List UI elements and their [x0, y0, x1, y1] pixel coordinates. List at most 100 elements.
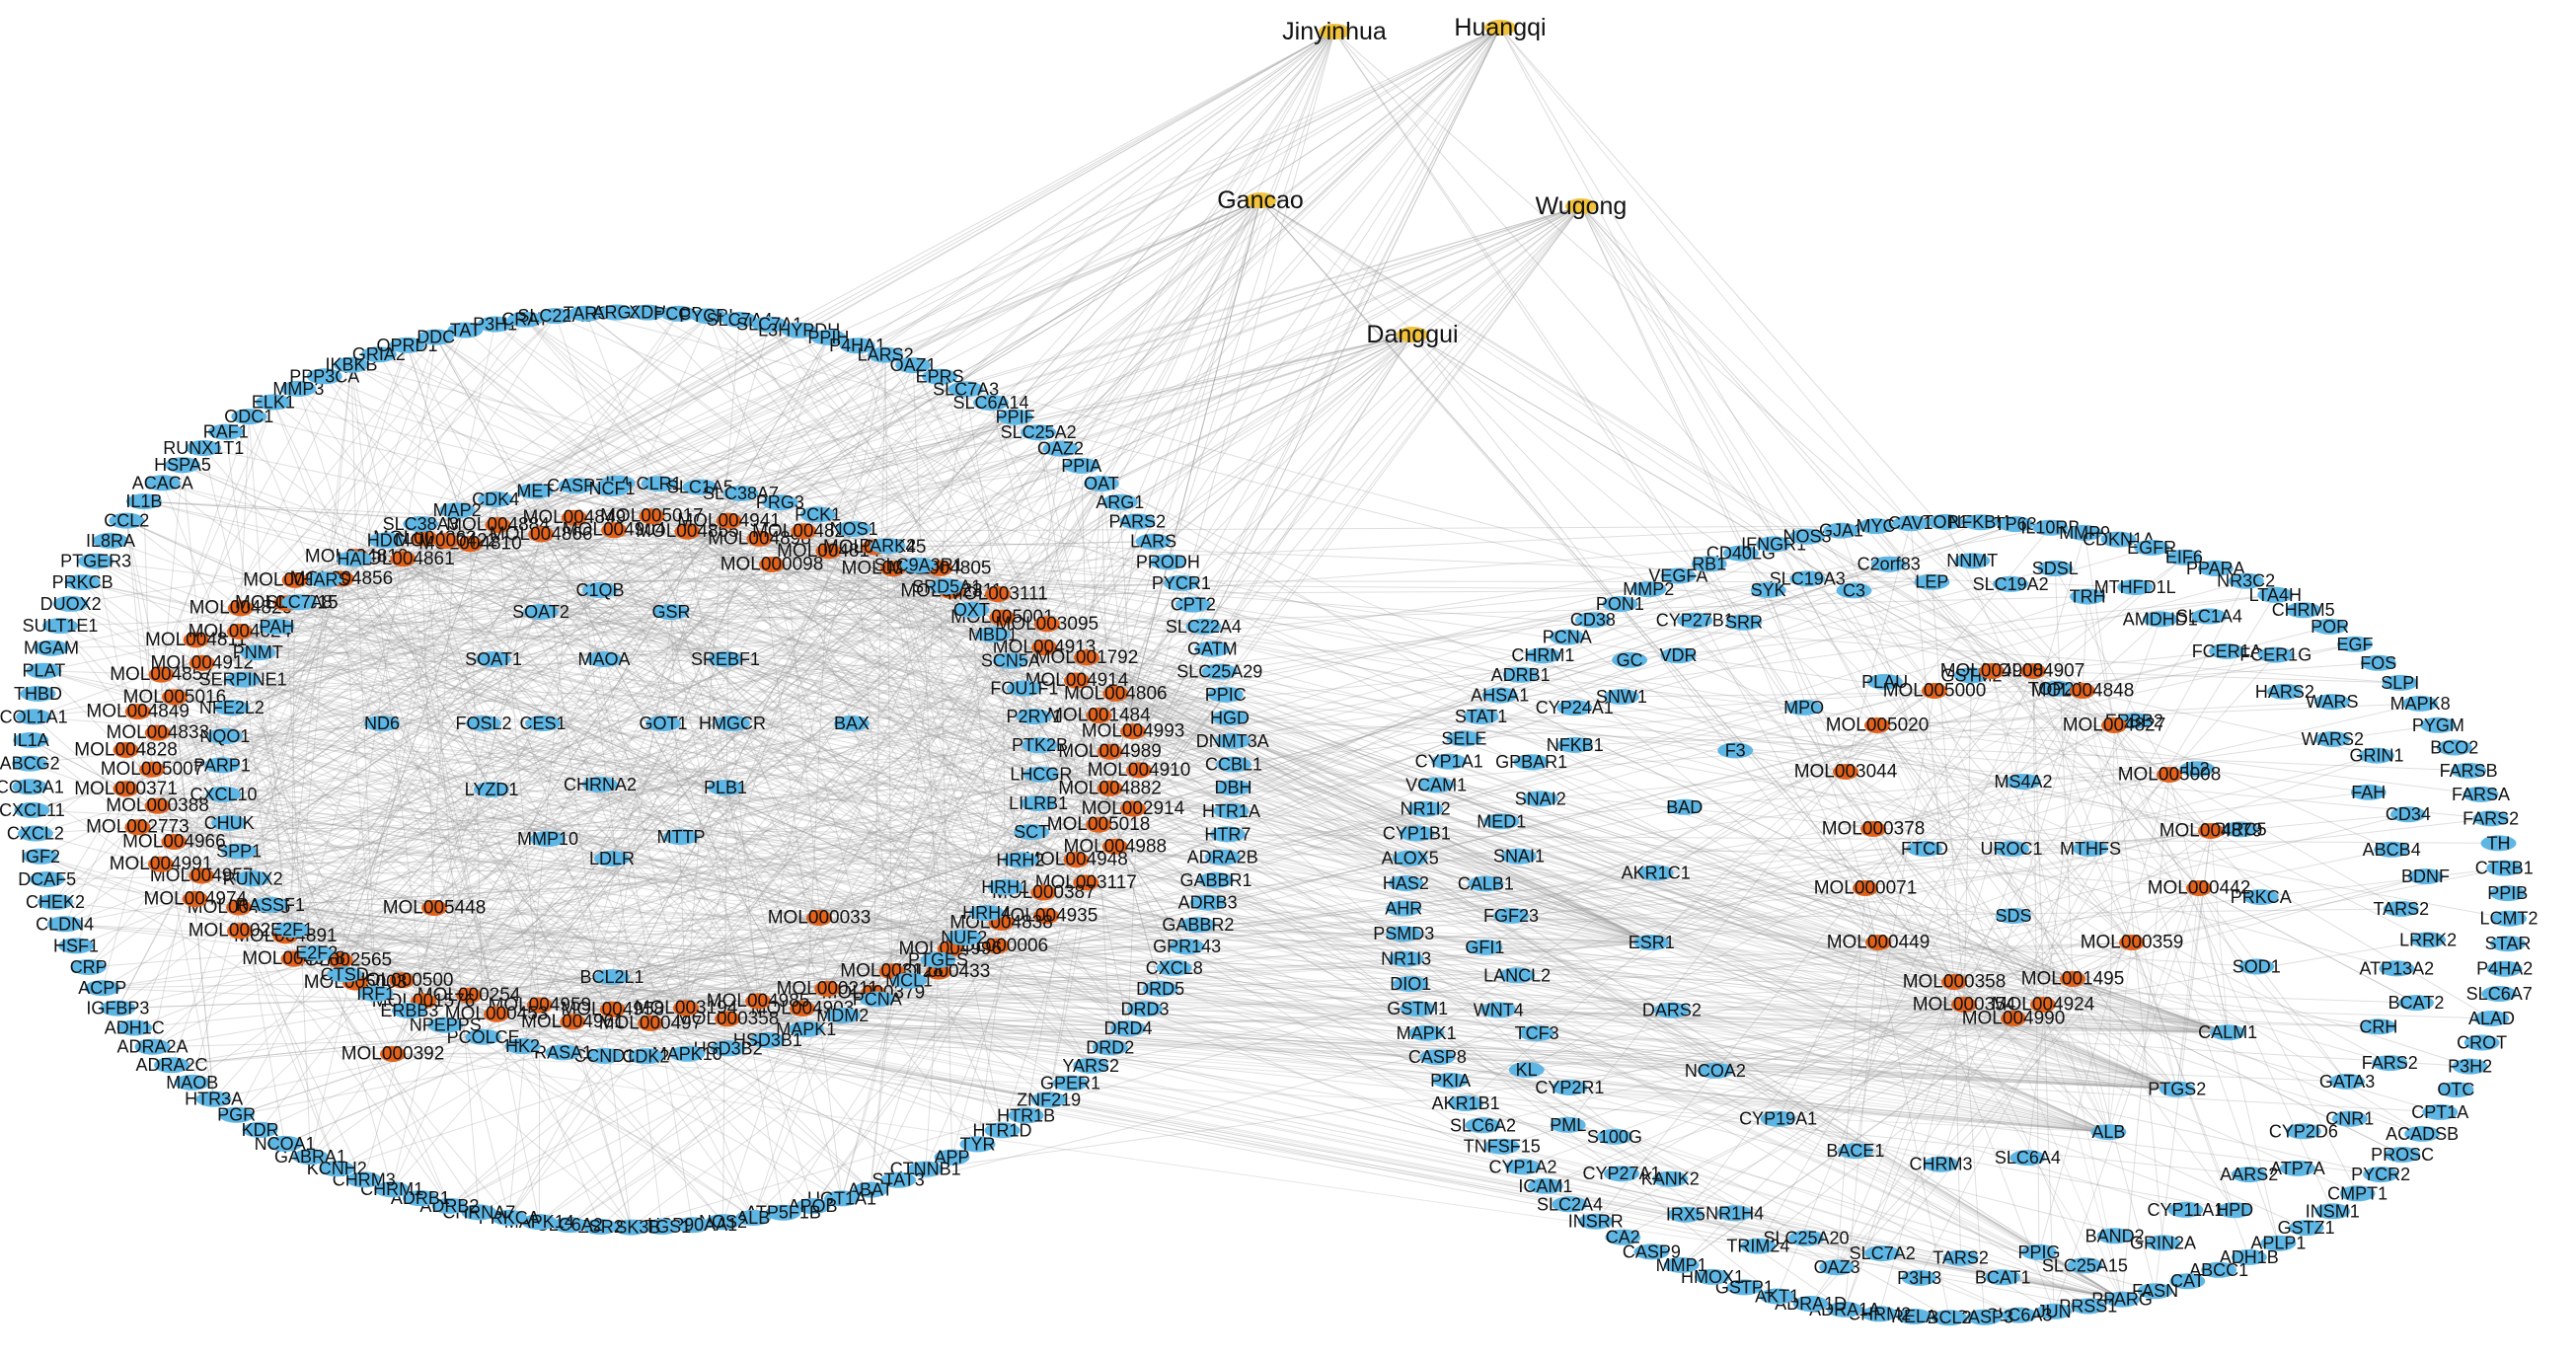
node-label: PCNA	[853, 990, 902, 1010]
target-node-has2: HAS2	[1383, 873, 1429, 893]
target-node-aplp1: APLP1	[2250, 1234, 2306, 1253]
edge	[239, 582, 1181, 633]
target-node-egfr: EGFR	[2127, 538, 2176, 558]
edge	[201, 585, 947, 876]
edge	[293, 364, 352, 959]
compound-node-mol004924: MOL004924	[1992, 995, 2095, 1016]
target-node-dcaf5: DCAF5	[18, 869, 76, 889]
node-label: MOL004913	[993, 638, 1097, 658]
edge	[939, 334, 1413, 569]
node-label: DCAF5	[18, 869, 76, 889]
node-label: P3H2	[2448, 1057, 2492, 1077]
edge	[611, 488, 1087, 883]
node-label: KL	[1516, 1060, 1538, 1080]
target-marker	[42, 618, 78, 635]
compound-marker	[161, 689, 188, 706]
target-marker	[975, 627, 1011, 643]
edge	[33, 716, 175, 843]
node-label: C2orf83	[1857, 555, 1921, 574]
edge	[1099, 715, 2109, 1133]
edge	[1109, 199, 1261, 790]
compound-node-mol004879: MOL004879	[2159, 821, 2263, 842]
compound-marker	[791, 523, 817, 540]
edge	[724, 658, 1134, 810]
node-label: SLC1A5	[667, 478, 733, 497]
edge	[353, 538, 760, 560]
compound-node-mol000071: MOL000071	[1814, 878, 1918, 899]
node-label: MOL000239	[189, 921, 292, 942]
edge	[685, 580, 2246, 1009]
edge	[239, 859, 1021, 908]
target-node-maob: MAOB	[166, 1073, 218, 1092]
target-marker	[765, 1204, 801, 1221]
edge	[1109, 751, 1570, 1089]
edge	[403, 558, 2229, 1033]
target-node-stat1: STAT1	[1455, 707, 1507, 726]
target-marker	[934, 1149, 970, 1166]
edge	[125, 205, 1582, 751]
edge	[1109, 788, 1652, 943]
edge	[585, 313, 820, 919]
edge	[242, 679, 1087, 883]
edge	[872, 992, 2229, 1033]
target-node-ifngr1: IFNGR1	[1741, 534, 1806, 554]
edge	[1864, 887, 2403, 1156]
edge	[872, 808, 1426, 994]
node-label: PNMT	[233, 642, 283, 662]
target-marker	[13, 732, 49, 748]
node-label: PRSS1	[2059, 1297, 2117, 1317]
edge	[1411, 334, 1935, 692]
compound-marker	[806, 910, 832, 926]
target-marker	[504, 1038, 541, 1054]
target-marker	[1483, 813, 1520, 830]
herb-marker	[1245, 192, 1276, 208]
target-node-npepps: NPEPPS	[410, 1016, 482, 1035]
target-node-plat: PLAT	[23, 661, 66, 681]
edge	[402, 979, 2229, 1033]
target-marker	[1660, 647, 1697, 664]
edge	[224, 735, 497, 1016]
edge	[293, 492, 741, 959]
node-label: VDR	[1659, 645, 1697, 665]
compound-node-mol000500: MOL000500	[350, 970, 454, 991]
edge	[925, 892, 1044, 1169]
target-node-chrm3: CHRM3	[1909, 1155, 1972, 1174]
target-node-chrm5: CHRM5	[2272, 600, 2335, 620]
edge	[231, 707, 341, 961]
target-node-dbh: DBH	[1214, 778, 1251, 797]
target-node-slc7a2: SLC7A2	[1850, 1243, 1916, 1263]
edge	[385, 540, 828, 990]
target-marker	[1446, 730, 1482, 747]
target-marker	[205, 786, 242, 802]
edge	[611, 567, 894, 978]
target-marker	[2009, 1150, 2046, 1167]
edge	[422, 199, 1261, 1002]
node-label: C3	[1843, 580, 1865, 600]
edge	[293, 611, 542, 959]
target-marker	[2145, 1235, 2181, 1251]
edge	[612, 528, 855, 1011]
edge	[82, 581, 687, 1009]
edge	[803, 530, 1187, 947]
edge	[1580, 205, 2074, 980]
edge	[727, 817, 2491, 1019]
target-marker	[2260, 1235, 2297, 1251]
node-label: CXCL2	[7, 824, 64, 844]
edge	[1531, 761, 2014, 1019]
target-marker	[1914, 573, 1950, 590]
edge	[402, 979, 2177, 1091]
target-node-slc22a4: SLC22A4	[1166, 617, 1242, 637]
edge	[1844, 942, 1879, 1310]
edge	[539, 514, 819, 1006]
target-node-por: POR	[2311, 617, 2349, 637]
target-node-pgr: PGR	[217, 1105, 256, 1125]
node-label: RUNX2	[223, 868, 283, 888]
node-label: MOL004912	[151, 652, 255, 673]
edge	[1076, 483, 1102, 861]
target-node-e2f1: E2F1	[270, 920, 313, 940]
edge	[160, 864, 2123, 1301]
target-marker	[336, 551, 372, 567]
target-node-sdsl: SDSL	[2032, 559, 2079, 578]
target-marker	[1574, 612, 1611, 629]
compound-node-mol004814: MOL004814	[777, 541, 880, 562]
